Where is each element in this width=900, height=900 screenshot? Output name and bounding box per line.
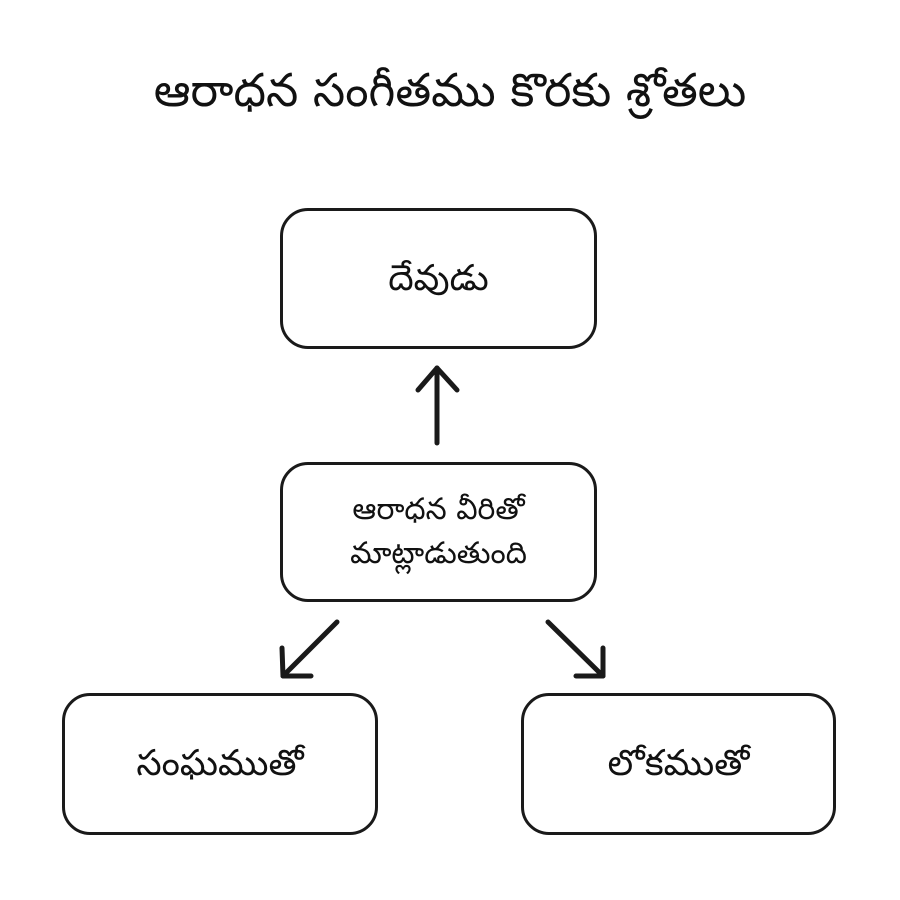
arrow-to-god [415, 365, 460, 446]
node-church: సంఘముతో [62, 693, 378, 835]
arrow-to-church [279, 619, 340, 679]
node-worship-line1: ఆరాధన వీరితో [352, 492, 525, 527]
node-world-label: లోకముతో [607, 743, 750, 784]
diagram-title: ఆరాధన సంగీతము కొరకు శ్రోతలు [153, 63, 747, 117]
node-worship-line2: మాట్లాడుతుంది [350, 536, 527, 571]
node-god-label: దేవుడు [388, 257, 489, 299]
node-world: లోకముతో [521, 693, 836, 835]
node-worship: ఆరాధన వీరితో మాట్లాడుతుంది [280, 462, 597, 602]
arrow-to-world [545, 619, 606, 679]
node-god: దేవుడు [280, 208, 597, 349]
node-church-label: సంఘముతో [136, 743, 304, 784]
